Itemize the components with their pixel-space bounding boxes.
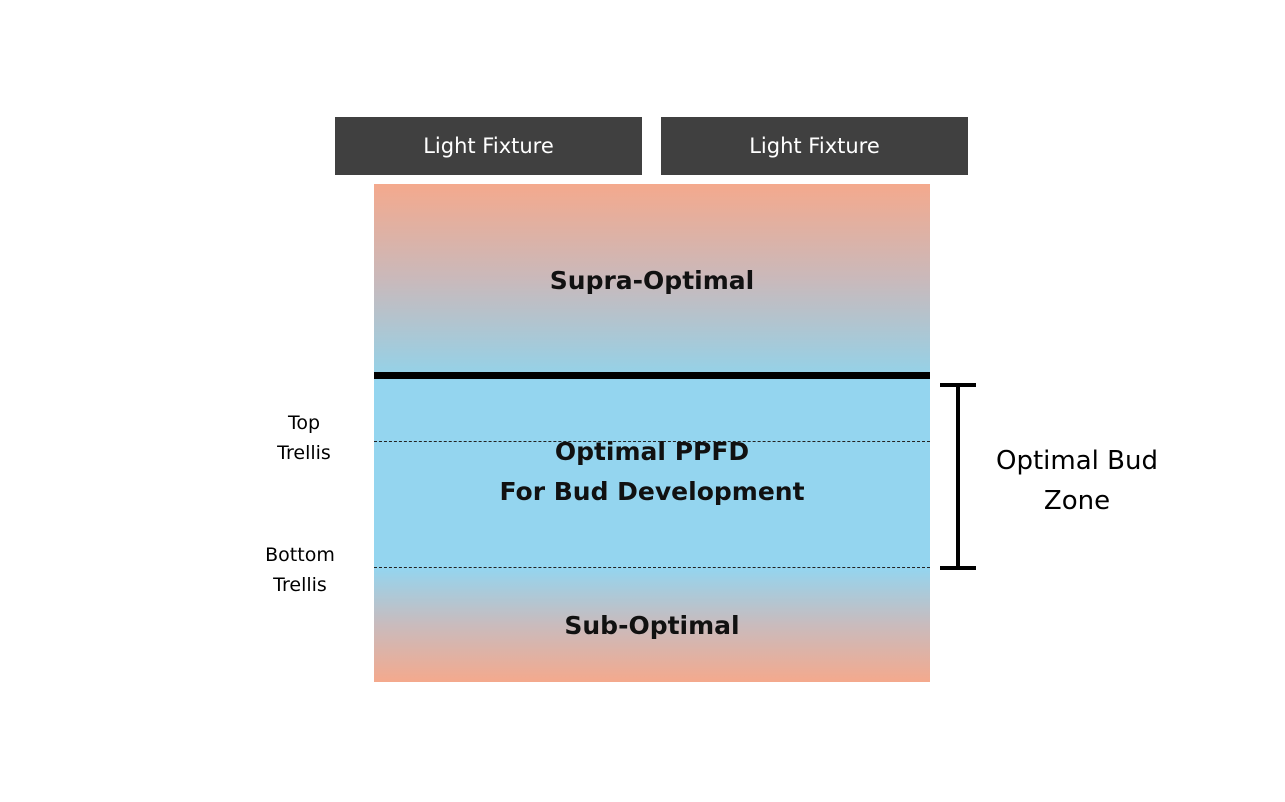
top-trellis-label: Top Trellis bbox=[244, 408, 364, 468]
light-fixture-label: Light Fixture bbox=[423, 134, 554, 158]
light-fixture-left: Light Fixture bbox=[335, 117, 642, 175]
supra-optimal-zone: Supra-Optimal bbox=[374, 184, 930, 376]
light-fixture-right: Light Fixture bbox=[661, 117, 968, 175]
top-trellis-label-line2: Trellis bbox=[277, 442, 331, 464]
canopy-top-line bbox=[374, 372, 930, 379]
bottom-trellis-label-line2: Trellis bbox=[273, 574, 327, 596]
top-trellis-label-line1: Top bbox=[287, 412, 321, 434]
optimal-bud-zone-label-line2: Zone bbox=[1043, 486, 1111, 516]
optimal-ppfd-label-line1: Optimal PPFD bbox=[554, 437, 750, 466]
bottom-trellis-line bbox=[374, 567, 930, 568]
optimal-bud-zone-label-line1: Optimal Bud bbox=[996, 446, 1158, 476]
optimal-bud-zone-label: Optimal Bud Zone bbox=[982, 441, 1172, 521]
sub-optimal-zone: Sub-Optimal bbox=[374, 568, 930, 682]
top-trellis-line bbox=[374, 441, 930, 442]
supra-optimal-label: Supra-Optimal bbox=[549, 265, 755, 295]
optimal-ppfd-zone: Optimal PPFD For Bud Development bbox=[374, 376, 930, 568]
optimal-bud-zone-bracket bbox=[940, 383, 976, 570]
optimal-ppfd-label-line2: For Bud Development bbox=[499, 477, 805, 506]
light-fixture-label: Light Fixture bbox=[749, 134, 880, 158]
bottom-trellis-label-line1: Bottom bbox=[265, 544, 335, 566]
bottom-trellis-label: Bottom Trellis bbox=[240, 540, 360, 600]
sub-optimal-label: Sub-Optimal bbox=[564, 610, 740, 640]
